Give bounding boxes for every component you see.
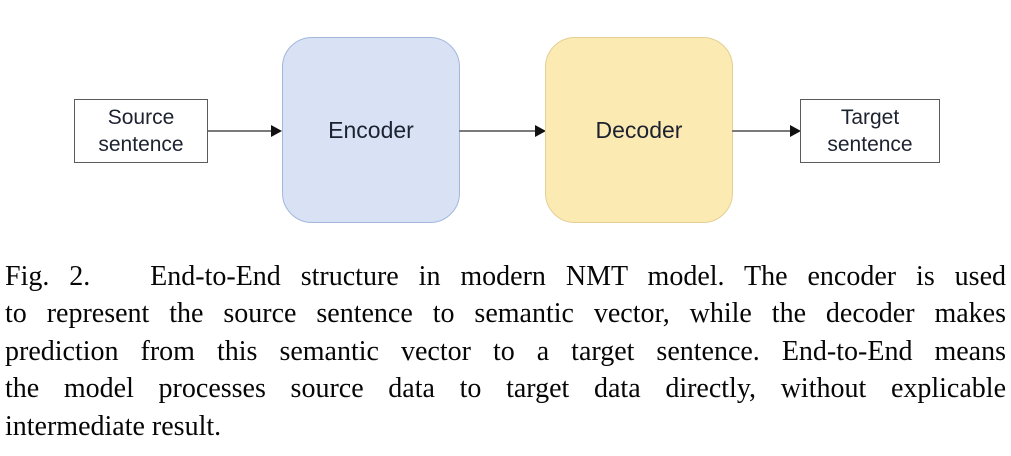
arrow-encoder-to-decoder bbox=[459, 125, 546, 137]
target-sentence-label-line2: sentence bbox=[827, 133, 913, 156]
arrow-shaft bbox=[208, 130, 273, 132]
decoder-label: Decoder bbox=[595, 116, 683, 143]
decoder-node: Decoder bbox=[545, 37, 733, 223]
arrowhead-icon bbox=[535, 125, 546, 137]
caption-line: to represent the source sentence to sema… bbox=[5, 298, 1006, 330]
arrow-decoder-to-target bbox=[732, 125, 801, 137]
encoder-node: Encoder bbox=[282, 37, 460, 223]
figure-caption: Fig. 2. End-to-End structure in modern N… bbox=[5, 258, 1006, 445]
caption-line: the model processes source data to targe… bbox=[5, 373, 1006, 405]
arrow-source-to-encoder bbox=[208, 125, 282, 137]
caption-line: intermediate result. bbox=[5, 410, 222, 442]
arrow-shaft bbox=[732, 130, 792, 132]
target-sentence-label-line1: Target bbox=[840, 106, 900, 129]
source-sentence-label-line2: sentence bbox=[98, 133, 184, 156]
arrowhead-icon bbox=[790, 125, 801, 137]
target-sentence-node: Target sentence bbox=[800, 99, 940, 163]
caption-line: prediction from this semantic vector to … bbox=[5, 335, 1006, 367]
caption-line: Fig. 2. End-to-End structure in modern N… bbox=[5, 261, 1006, 292]
encoder-label: Encoder bbox=[328, 116, 414, 143]
source-sentence-node: Source sentence bbox=[74, 99, 208, 163]
source-sentence-label-line1: Source bbox=[107, 106, 175, 129]
arrowhead-icon bbox=[271, 125, 282, 137]
arrow-shaft bbox=[459, 130, 537, 132]
